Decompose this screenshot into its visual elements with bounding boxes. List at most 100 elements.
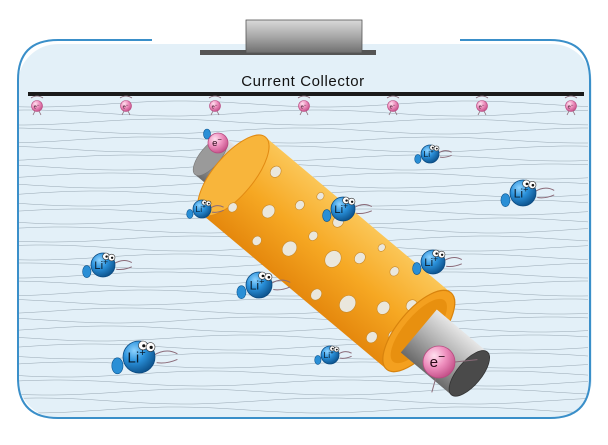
ion-tail	[236, 285, 247, 299]
wave-line	[18, 325, 589, 333]
electron-label: e−	[123, 103, 129, 111]
electron-charge: −	[126, 103, 129, 108]
ion-arm	[537, 194, 555, 199]
ion-pupil	[142, 344, 146, 348]
wave-line	[18, 397, 589, 405]
collector-label: Current Collector	[241, 73, 365, 90]
pore-hole	[376, 300, 391, 315]
pore-hole	[377, 243, 386, 252]
lithium-ion: Li+	[111, 340, 178, 375]
ion-charge: +	[430, 149, 434, 156]
ion-arm	[153, 350, 178, 356]
pore-hole	[365, 331, 378, 344]
ion-tail	[412, 262, 422, 275]
collector-electron: e−	[475, 95, 489, 116]
electron: e−	[203, 128, 229, 154]
electron-label: e−	[479, 103, 485, 111]
wave-line	[18, 316, 589, 324]
electron-body	[298, 100, 310, 112]
electron-charge: −	[393, 103, 396, 108]
ion-arm	[270, 279, 291, 285]
ion-label: Li+	[423, 149, 434, 160]
lithium-ion: Li+	[412, 249, 463, 275]
electron-body	[31, 100, 43, 112]
collector-electron: e−	[208, 95, 222, 116]
electron-label: e−	[212, 103, 218, 111]
electron-charge: −	[37, 103, 40, 108]
ion-pupil	[350, 200, 354, 203]
pore-hole	[261, 204, 276, 219]
ion-tail	[322, 209, 332, 222]
pore-hole	[339, 295, 357, 313]
ion-tail	[186, 209, 194, 219]
wave-line	[18, 361, 589, 369]
lithium-ion: Li+	[82, 252, 133, 278]
ion-pupil	[110, 256, 114, 259]
electron-legs	[388, 110, 398, 116]
ion-charge: +	[202, 204, 206, 211]
ion-charge: +	[433, 253, 438, 263]
wave-line	[18, 136, 588, 144]
electron-body	[209, 100, 221, 112]
electron-charge: −	[215, 103, 218, 108]
ion-arm	[353, 204, 373, 209]
ion-tail	[500, 193, 511, 207]
pore-hole	[316, 192, 325, 201]
electron-body	[207, 132, 229, 154]
ion-pupil	[331, 347, 334, 350]
ion-pupil	[261, 274, 265, 278]
ion-pupil	[149, 345, 153, 349]
wave-line	[18, 127, 588, 135]
ion-arm	[337, 351, 352, 355]
electron-charge: −	[482, 103, 485, 108]
collector-electron: e−	[119, 95, 133, 116]
electron-arms	[119, 95, 133, 99]
wave-line	[18, 118, 589, 126]
electron-legs	[210, 110, 220, 116]
electron-label: e−	[34, 103, 40, 111]
electron-legs	[566, 110, 576, 116]
pore-hole	[295, 200, 305, 211]
pore-hole	[389, 266, 400, 277]
wave-line	[18, 145, 589, 153]
collector-electron: e−	[386, 95, 400, 116]
electrode-rod	[192, 134, 490, 397]
ion-arm	[209, 205, 224, 209]
lithium-ion: Li+	[236, 271, 291, 299]
wave-line	[18, 163, 589, 171]
electron-body	[422, 345, 456, 379]
collector-tab	[245, 19, 363, 54]
ion-pupil	[431, 146, 434, 149]
collector-electron: e−	[564, 95, 578, 116]
electron-arms	[475, 95, 489, 99]
electron-legs	[477, 110, 487, 116]
ion-tail	[314, 355, 322, 365]
electron-label: e−	[568, 103, 574, 111]
container-border	[17, 39, 591, 419]
ion-tail	[82, 265, 92, 278]
pore-hole	[269, 165, 282, 178]
pore-hole	[354, 252, 366, 265]
wave-line	[18, 379, 589, 387]
electron-arms	[297, 95, 311, 99]
ion-arm	[439, 154, 452, 158]
lithium-ion: Li+	[322, 196, 373, 222]
wave-line	[18, 352, 589, 360]
electron-label: e−	[390, 103, 396, 111]
ion-arm	[437, 150, 452, 154]
wave-line	[18, 334, 589, 342]
sleeve-pores	[227, 165, 418, 344]
ion-pupil	[105, 255, 108, 258]
lithium-ion: Li+	[500, 179, 555, 207]
ion-arm	[339, 355, 352, 359]
ion-pupil	[531, 183, 535, 187]
ion-pupil	[267, 275, 271, 279]
electron-leg	[431, 377, 437, 393]
electron-arms	[386, 95, 400, 99]
electron-body	[387, 100, 399, 112]
electron-group: e−e−	[203, 128, 478, 393]
electron-legs	[32, 110, 42, 116]
lithium-ion: Li+	[414, 144, 452, 164]
electron-legs	[299, 110, 309, 116]
